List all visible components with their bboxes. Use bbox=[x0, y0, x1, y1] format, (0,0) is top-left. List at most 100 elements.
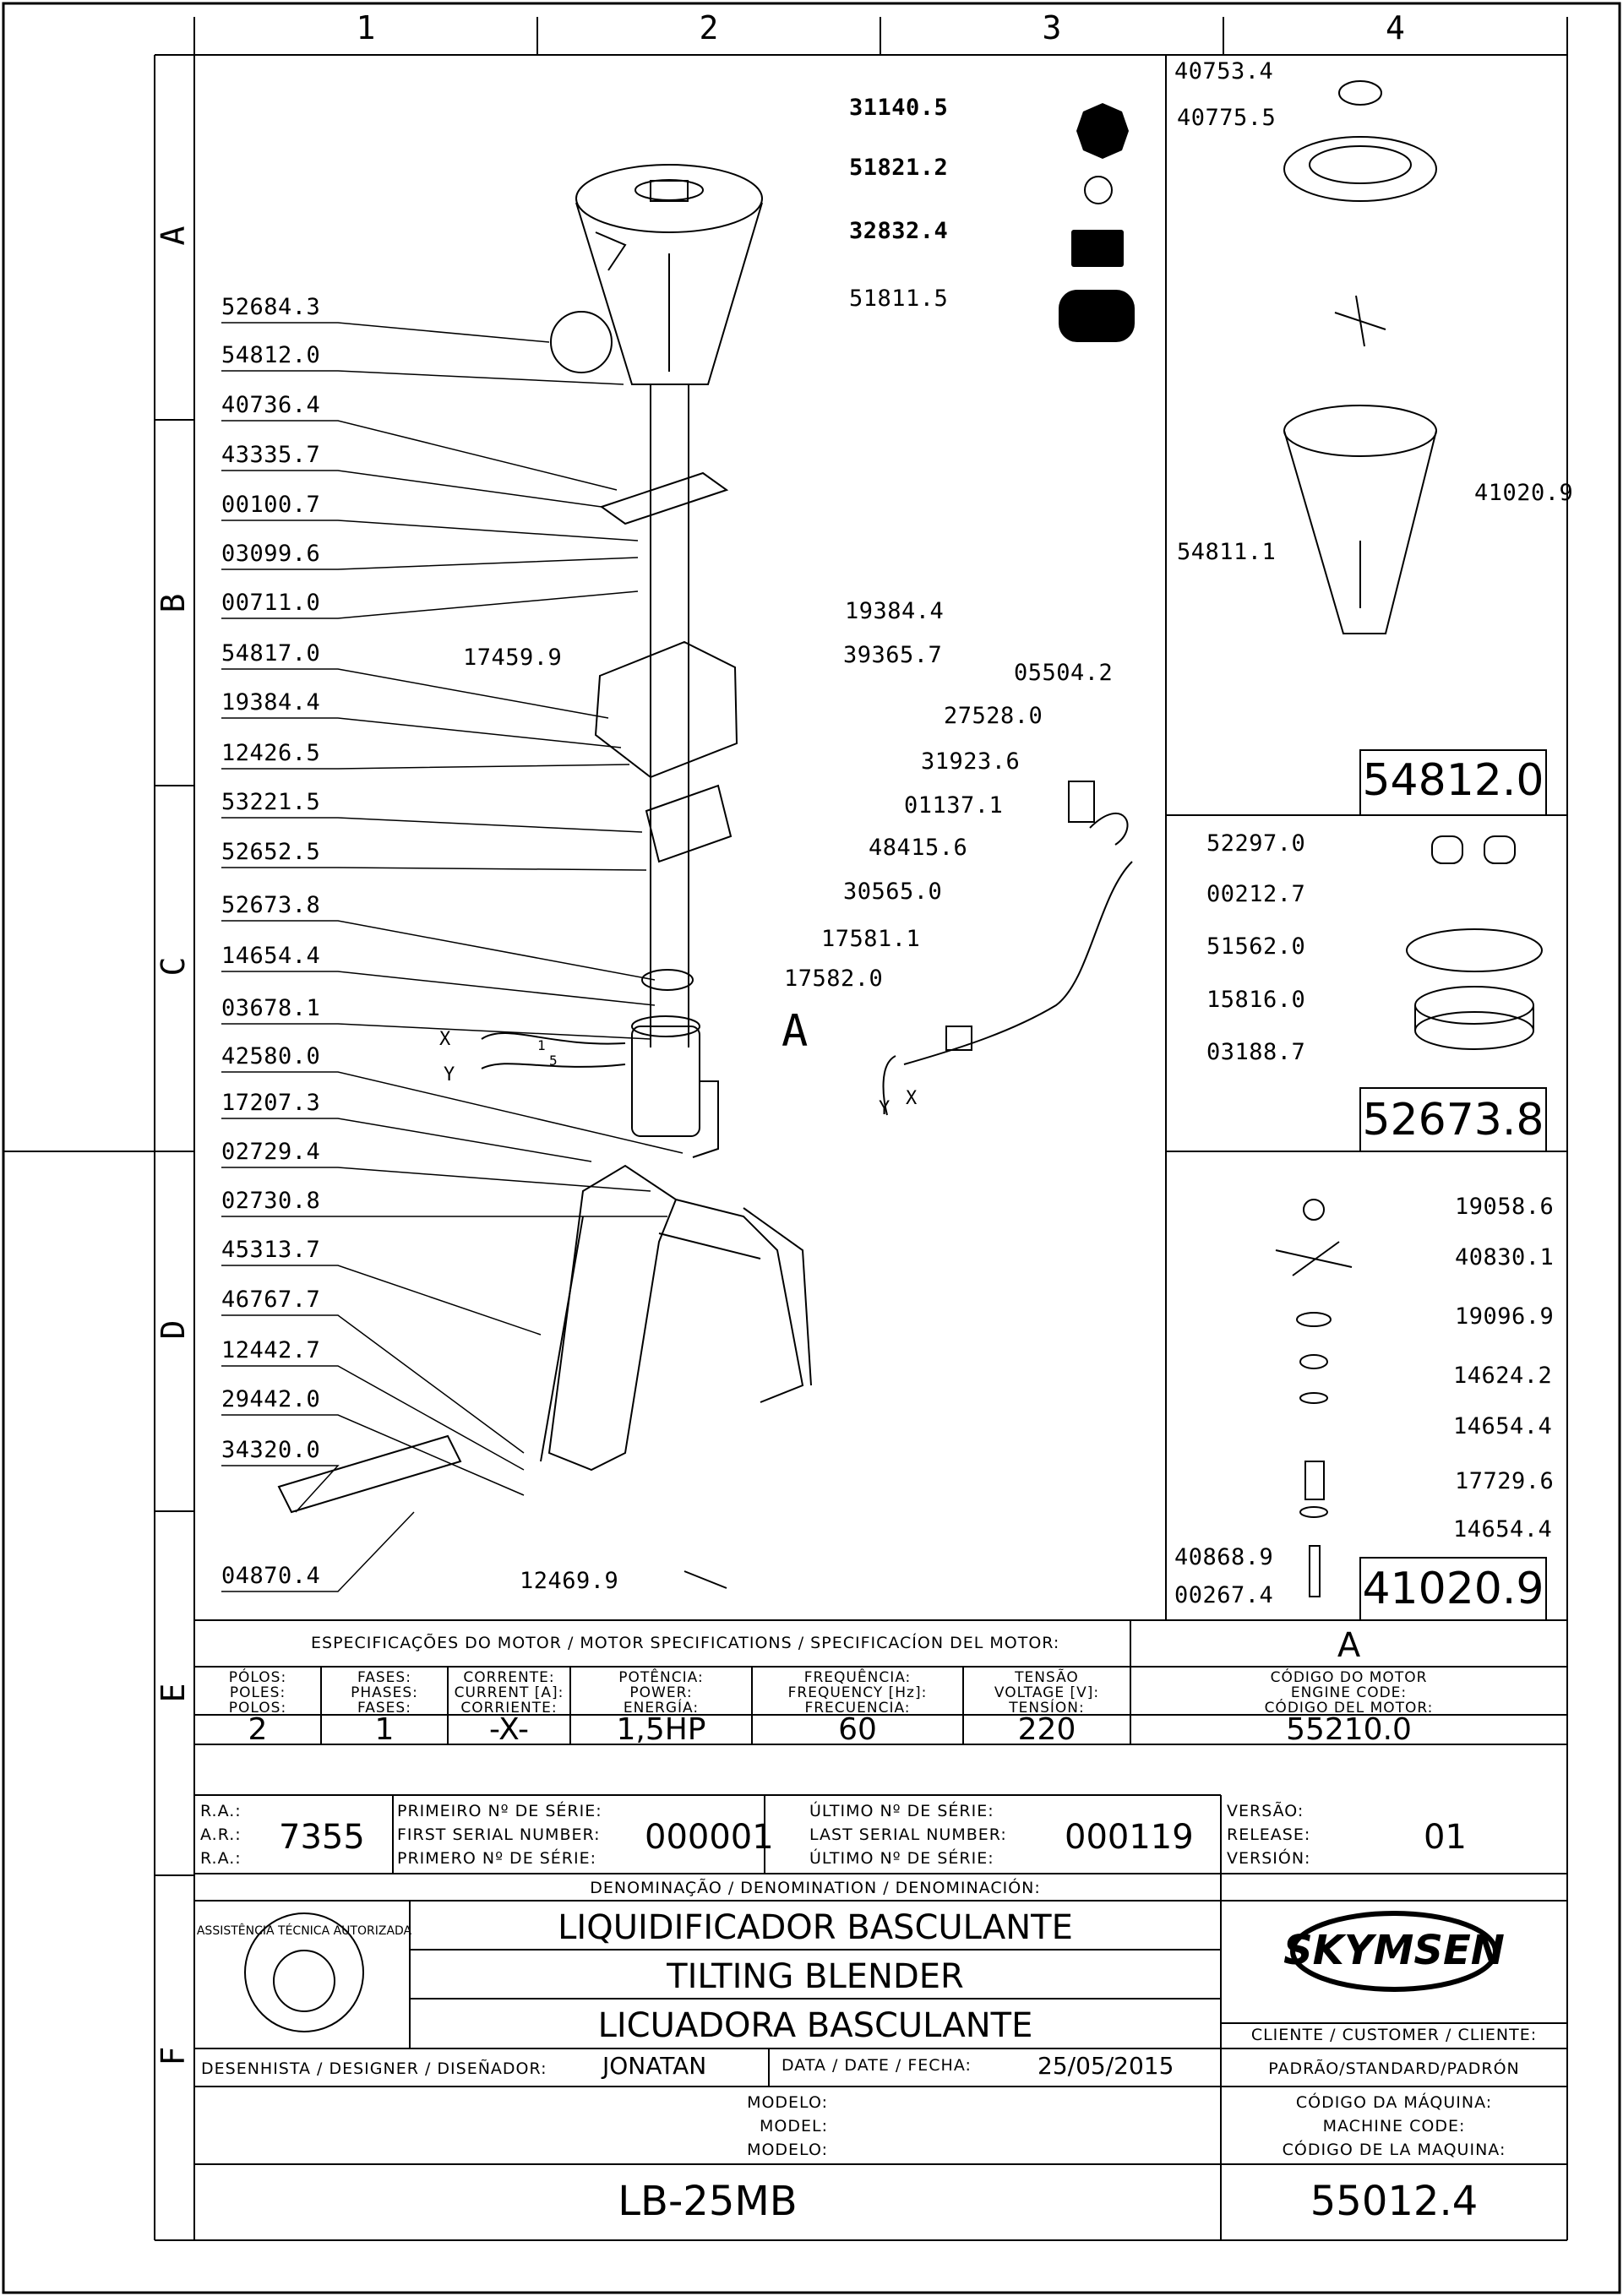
motor-header-line: FRECUENCIA: bbox=[804, 1700, 911, 1717]
leader-line bbox=[221, 817, 643, 833]
part-label: 14654.4 bbox=[1453, 1516, 1553, 1542]
part-label: 40830.1 bbox=[1455, 1244, 1555, 1270]
part-label: 40736.4 bbox=[221, 392, 321, 418]
leader-line bbox=[221, 867, 647, 871]
part-label: 12469.9 bbox=[520, 1568, 619, 1594]
version-labels: VERSÃO:RELEASE:VERSIÓN: bbox=[1227, 1802, 1311, 1868]
first-serial-labels: PRIMEIRO Nº DE SÉRIE:FIRST SERIAL NUMBER… bbox=[397, 1802, 602, 1868]
motor-header-line: PÓLOS: bbox=[228, 1669, 287, 1686]
part-label: 19058.6 bbox=[1455, 1194, 1555, 1220]
motor-spec-title: ESPECIFICAÇÕES DO MOTOR / MOTOR SPECIFIC… bbox=[311, 1634, 1060, 1652]
part-label: 19384.4 bbox=[845, 598, 945, 624]
designer-label: DESENHISTA / DESIGNER / DISEÑADOR: bbox=[201, 2059, 547, 2078]
leader-line bbox=[221, 322, 550, 343]
row-label-b: B bbox=[155, 593, 192, 613]
motor-header-line: ENERGÍA: bbox=[623, 1700, 700, 1717]
last-serial-labels: ÚLTIMO Nº DE SÉRIE:LAST SERIAL NUMBER:ÚL… bbox=[809, 1802, 1007, 1868]
part-label: 51562.0 bbox=[1206, 933, 1306, 960]
row-label-f: F bbox=[155, 2046, 192, 2066]
date-label: DATA / DATE / FECHA: bbox=[782, 2056, 972, 2075]
column-label-3: 3 bbox=[1042, 9, 1062, 46]
detail-base-code: 52673.8 bbox=[1362, 1095, 1544, 1145]
part-label: 03188.7 bbox=[1206, 1039, 1306, 1065]
motor-header-line: TENSÍON: bbox=[1009, 1700, 1085, 1717]
part-label: 42580.0 bbox=[221, 1043, 321, 1069]
leader-line bbox=[221, 470, 602, 508]
wire-label-x: X bbox=[439, 1029, 451, 1050]
seal-text: ASSISTÊNCIA TÉCNICA AUTORIZADA bbox=[197, 1923, 412, 1938]
motor-header-line: FASES: bbox=[357, 1669, 411, 1686]
ra-value: 7355 bbox=[279, 1818, 365, 1857]
motor-header-line: TENSÃO bbox=[1015, 1669, 1079, 1686]
motor-header-line: CÓDIGO DO MOTOR bbox=[1270, 1669, 1428, 1686]
leader-line bbox=[221, 1167, 651, 1192]
part-label: 45313.7 bbox=[221, 1237, 321, 1263]
part-label: 39365.7 bbox=[843, 642, 943, 668]
part-label: 54811.1 bbox=[1177, 539, 1277, 565]
ra-labels: R.A.:A.R.:R.A.: bbox=[200, 1802, 242, 1868]
leader-line bbox=[221, 1071, 684, 1154]
part-label: 34320.0 bbox=[221, 1437, 321, 1463]
motor-header-line: POLOS: bbox=[228, 1700, 287, 1717]
motor-header: FASES:PHASES:FASES: bbox=[321, 1670, 448, 1716]
leader-line bbox=[221, 920, 656, 981]
motor-value: 60 bbox=[838, 1712, 877, 1747]
part-label: 02730.8 bbox=[221, 1188, 321, 1214]
leader-line bbox=[221, 1023, 651, 1040]
machine-code-labels: CÓDIGO DA MÁQUINA:MACHINE CODE:CÓDIGO DE… bbox=[1282, 2093, 1506, 2159]
part-label: 54812.0 bbox=[221, 342, 321, 368]
wire-label-5: 5 bbox=[549, 1053, 558, 1069]
part-label: 51821.2 bbox=[849, 155, 949, 181]
detail-blade-code: 41020.9 bbox=[1362, 1564, 1544, 1614]
customer-value: PADRÃO/STANDARD/PADRÓN bbox=[1268, 2059, 1520, 2078]
motor-header-line: POLES: bbox=[229, 1684, 286, 1701]
first-serial-value: 000001 bbox=[645, 1818, 774, 1857]
motor-header: POTÊNCIA:POWER:ENERGÍA: bbox=[570, 1670, 752, 1716]
motor-header-line: CORRIENTE: bbox=[460, 1700, 558, 1717]
part-label: 52652.5 bbox=[221, 839, 321, 865]
part-label: 46767.7 bbox=[221, 1287, 321, 1313]
motor-header-line: ENGINE CODE: bbox=[1290, 1684, 1408, 1701]
part-label: 29442.0 bbox=[221, 1386, 321, 1412]
leader-line bbox=[221, 590, 639, 619]
part-label: 17459.9 bbox=[463, 645, 563, 671]
leader-line bbox=[221, 1511, 415, 1592]
motor-value: 1 bbox=[374, 1712, 395, 1747]
part-label: 14654.4 bbox=[221, 943, 321, 969]
product-name-pt: LIQUIDIFICADOR BASCULANTE bbox=[558, 1908, 1073, 1947]
model-value: LB-25MB bbox=[618, 2178, 798, 2225]
motor-header-line: CURRENT [A]: bbox=[454, 1684, 564, 1701]
part-label: 00100.7 bbox=[221, 492, 321, 518]
wire-label-x: X bbox=[906, 1088, 918, 1109]
part-label: 53221.5 bbox=[221, 789, 321, 815]
leader-line bbox=[221, 1465, 340, 1513]
motor-header: PÓLOS:POLES:POLOS: bbox=[194, 1670, 321, 1716]
wire-label-y: Y bbox=[879, 1098, 890, 1119]
product-name-en: TILTING BLENDER bbox=[667, 1957, 964, 1996]
row-label-e: E bbox=[155, 1683, 192, 1703]
motor-header-line: CÓDIGO DEL MOTOR: bbox=[1264, 1700, 1434, 1717]
machine-code-value: 55012.4 bbox=[1310, 2178, 1479, 2225]
part-label: 14654.4 bbox=[1453, 1413, 1553, 1439]
leader-line bbox=[221, 717, 622, 748]
motor-value: 55210.0 bbox=[1286, 1712, 1412, 1747]
part-label: 52673.8 bbox=[221, 892, 321, 918]
part-label: 31923.6 bbox=[921, 748, 1021, 775]
denomination-label: DENOMINAÇÃO / DENOMINATION / DENOMINACIÓ… bbox=[590, 1879, 1041, 1897]
brand-logo: SKYMSEN bbox=[1283, 1927, 1505, 1974]
part-label: 52297.0 bbox=[1206, 830, 1306, 857]
leader-line bbox=[221, 1265, 542, 1336]
part-label: 40775.5 bbox=[1177, 105, 1277, 131]
leader-line bbox=[221, 370, 624, 385]
leader-line bbox=[221, 557, 639, 570]
part-label: 51811.5 bbox=[849, 286, 949, 312]
motor-header-line: FREQUÊNCIA: bbox=[803, 1669, 912, 1686]
part-label: 02729.4 bbox=[221, 1139, 321, 1165]
row-label-d: D bbox=[155, 1319, 192, 1340]
leader-line bbox=[221, 971, 656, 1006]
part-label: 17582.0 bbox=[784, 966, 884, 992]
motor-header-line: FASES: bbox=[357, 1700, 411, 1717]
